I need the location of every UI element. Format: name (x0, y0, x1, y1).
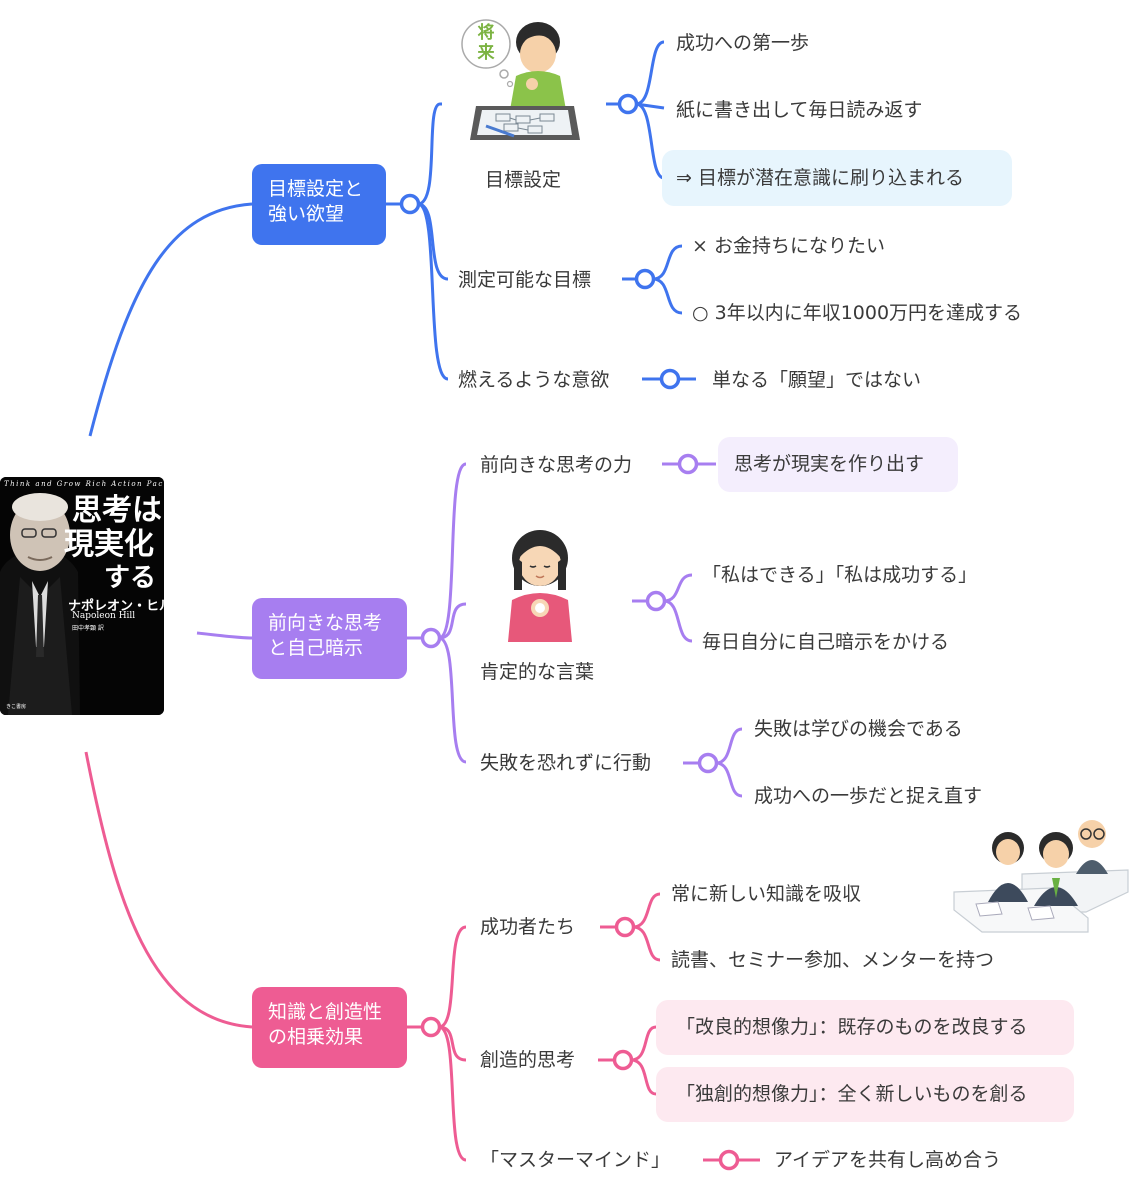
connector-positive (196, 631, 253, 640)
node-positive (420, 627, 442, 649)
topic-knowledge-line-2: の相乗効果 (268, 1026, 364, 1048)
knowledge-creative-item-1: 「改良的想像力」：既存のものを改良する (676, 1016, 1028, 1038)
node-knowledge (420, 1016, 442, 1038)
goals-illustration-caption: 目標設定 (485, 169, 562, 191)
positive-failure-item-2[interactable]: 成功への一歩だと捉え直す (754, 785, 983, 807)
topic-goals[interactable]: 目標設定と 強い欲望 (252, 164, 386, 245)
goals-item-3: ⇒ 目標が潜在意識に刷り込まれる (676, 167, 964, 189)
goals-item-1[interactable]: 成功への第一歩 (676, 32, 810, 54)
positive-affirm-caption: 肯定的な言葉 (480, 661, 595, 683)
topic-knowledge-line-1: 知識と創造性 (268, 1001, 383, 1023)
topic-knowledge[interactable]: 知識と創造性 の相乗効果 (252, 987, 407, 1068)
book-publisher: きこ書房 (6, 704, 27, 710)
knowledge-creative-item-1-highlight[interactable]: 「改良的想像力」：既存のものを改良する (656, 1000, 1074, 1055)
goals-measurable-label[interactable]: 測定可能な目標 (458, 269, 592, 291)
seminar-people-illustration (953, 820, 1129, 933)
goals-measurable-item-2[interactable]: ○ 3年以内に年収1000万円を達成する (692, 302, 1023, 324)
knowledge-creative-item-2: 「独創的想像力」：全く新しいものを創る (676, 1083, 1028, 1105)
positive-power-item-highlight[interactable]: 思考が現実を作り出す (718, 437, 958, 492)
topic-goals-line-1: 目標設定と (268, 178, 364, 200)
knowledge-creative-item-2-highlight[interactable]: 「独創的想像力」：全く新しいものを創る (656, 1067, 1074, 1122)
knowledge-mastermind-label[interactable]: 「マスターマインド」 (480, 1149, 671, 1171)
positive-affirm-item-1[interactable]: 「私はできる」「私は成功する」 (702, 564, 978, 586)
positive-power-label[interactable]: 前向きな思考の力 (480, 454, 633, 476)
book-translator: 田中孝顕 訳 (72, 625, 104, 632)
positive-power-item: 思考が現実を作り出す (734, 453, 925, 475)
topic-positive-line-1: 前向きな思考 (268, 612, 383, 634)
knowledge-successful-item-1[interactable]: 常に新しい知識を吸収 (671, 883, 862, 905)
badge-char-2: 来 (477, 42, 496, 63)
book-author-en: Napoleon Hill (72, 611, 136, 621)
woman-affirmation-illustration (508, 530, 572, 642)
book-title-line-1: 思考は (72, 493, 162, 528)
goals-measurable-item-1[interactable]: × お金持ちになりたい (692, 235, 885, 257)
positive-failure-label[interactable]: 失敗を恐れずに行動 (480, 752, 652, 774)
book-title-line-2: 現実化 (64, 527, 154, 562)
connector-knowledge (84, 751, 253, 1029)
positive-affirm-item-2[interactable]: 毎日自分に自己暗示をかける (702, 631, 950, 653)
goals-passion-label[interactable]: 燃えるような意欲 (458, 369, 610, 391)
book-cover: Think and Grow Rich Action Pack 思考は 現実化 … (0, 477, 164, 715)
connector-goals (88, 202, 253, 437)
knowledge-mastermind-item[interactable]: アイデアを共有し高め合う (774, 1149, 1002, 1171)
book-author-jp: ナポレオン・ヒル (68, 599, 164, 614)
knowledge-successful-label[interactable]: 成功者たち (480, 916, 576, 938)
node-goals (399, 193, 421, 215)
book-title-line-3: する (104, 563, 157, 593)
goals-item-3-highlight[interactable]: ⇒ 目標が潜在意識に刷り込まれる (662, 150, 1012, 206)
book-series: Think and Grow Rich Action Pack (4, 480, 164, 488)
topic-goals-line-2: 強い欲望 (268, 203, 345, 225)
topic-positive-line-2: と自己暗示 (268, 637, 364, 659)
knowledge-successful-item-2[interactable]: 読書、セミナー参加、メンターを持つ (671, 949, 995, 971)
goals-item-2[interactable]: 紙に書き出して毎日読み返す (676, 99, 923, 121)
badge-char-1: 将 (478, 22, 495, 43)
topic-positive[interactable]: 前向きな思考 と自己暗示 (252, 598, 407, 679)
goals-passion-item[interactable]: 単なる「願望」ではない (712, 369, 922, 391)
future-planning-illustration: 将 来 (461, 19, 580, 140)
author-portrait (0, 477, 164, 715)
knowledge-creative-label[interactable]: 創造的思考 (480, 1049, 576, 1071)
positive-failure-item-1[interactable]: 失敗は学びの機会である (754, 718, 963, 740)
